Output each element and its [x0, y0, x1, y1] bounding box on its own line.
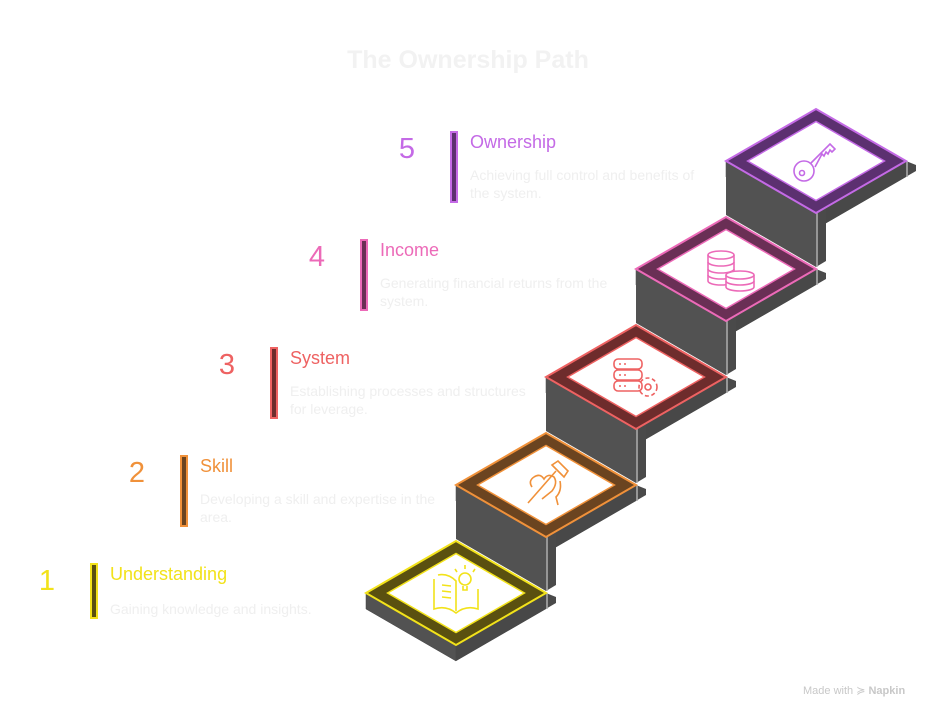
step-divider	[450, 131, 458, 203]
step-block	[634, 215, 826, 375]
step-top-inner	[656, 228, 796, 310]
step-riser	[636, 269, 726, 375]
step-description: Gaining knowledge and insights.	[110, 601, 312, 617]
step-number: 4	[308, 241, 326, 273]
napkin-logo-icon: ≽	[856, 685, 866, 697]
step-top-inner	[746, 120, 886, 202]
step-top-inner	[566, 336, 706, 418]
footer-prefix: Made with	[803, 685, 854, 697]
step-riser	[456, 485, 546, 591]
step-side-face	[636, 377, 726, 445]
step-riser	[546, 377, 636, 483]
step-label: Skill	[200, 456, 234, 476]
step-number: 2	[128, 457, 146, 489]
server-gear-icon	[613, 358, 658, 397]
step-block	[454, 431, 646, 591]
step-side-face	[456, 593, 546, 661]
step-block	[544, 323, 736, 483]
hand-hammer-icon	[527, 459, 570, 506]
step-side-face	[816, 161, 906, 229]
coins-icon	[707, 250, 755, 292]
step-label: Income	[380, 240, 440, 260]
step-description: Generating financial returns from the sy…	[380, 275, 608, 309]
step-label: Understanding	[110, 564, 228, 584]
step-label: Ownership	[470, 132, 557, 152]
diagram-title: The Ownership Path	[347, 46, 589, 74]
step-side-face	[546, 485, 636, 553]
step-side-face	[726, 269, 816, 337]
step-block	[364, 539, 556, 662]
key-icon	[793, 142, 837, 182]
step-number: 1	[38, 565, 56, 597]
step-divider	[180, 455, 188, 527]
step-number: 5	[398, 133, 416, 165]
footer-credit: Made with ≽ Napkin	[803, 684, 905, 697]
footer-brand: Napkin	[868, 685, 906, 697]
step-divider	[270, 347, 278, 419]
step-label: System	[290, 348, 351, 368]
step-riser	[726, 161, 816, 267]
step-description: Developing a skill and expertise in the …	[200, 491, 436, 525]
step-description: Achieving full control and benefits of t…	[470, 167, 695, 201]
step-divider	[90, 563, 98, 619]
step-description: Establishing processes and structures fo…	[290, 383, 526, 417]
step-top-inner	[476, 444, 616, 526]
step-number: 3	[218, 349, 236, 381]
step-divider	[360, 239, 368, 311]
book-lightbulb-icon	[433, 565, 479, 615]
step-block	[724, 107, 916, 267]
